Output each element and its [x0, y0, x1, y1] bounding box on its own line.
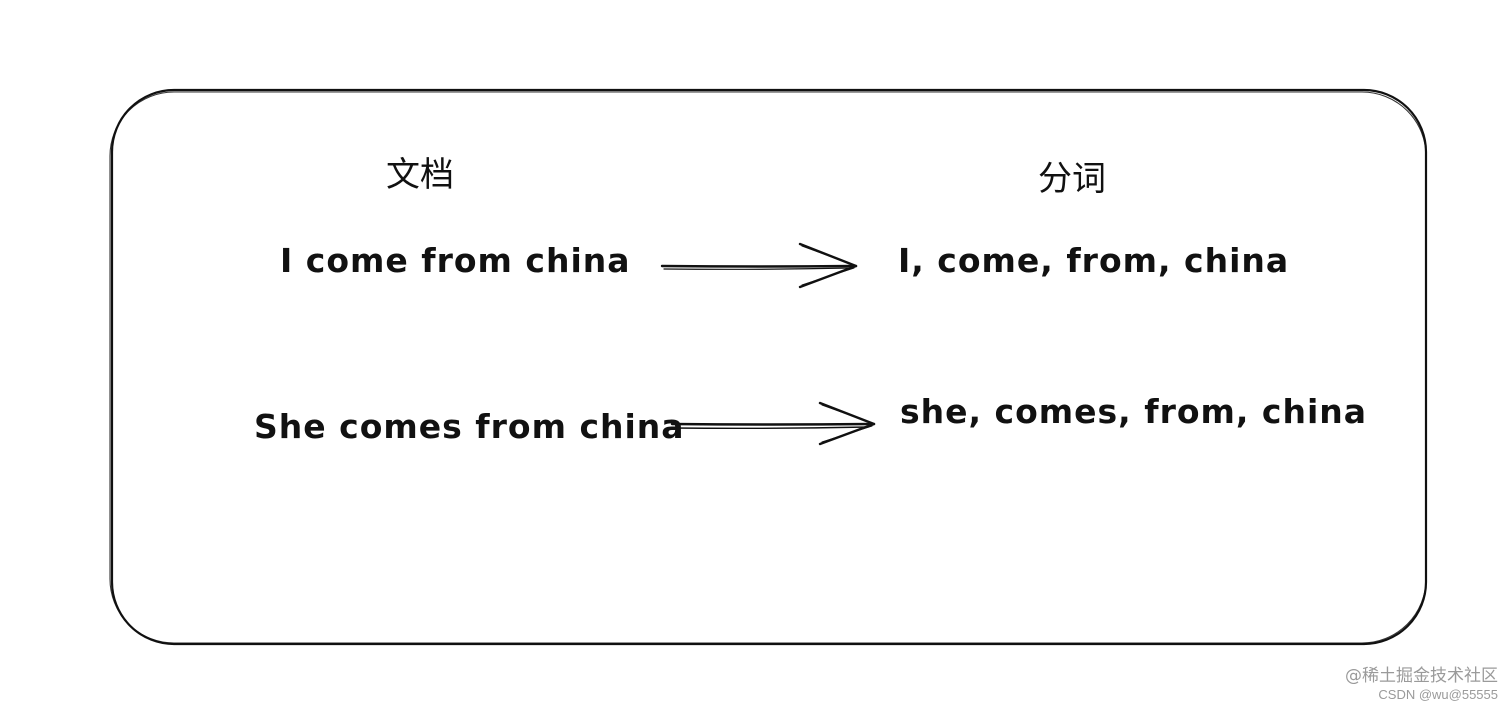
document-text-row-2: She comes from china	[254, 407, 685, 446]
document-text-row-1: I come from china	[280, 241, 631, 280]
arrow-row-2	[670, 401, 876, 446]
diagram-border-sketch	[109, 91, 1427, 644]
tokens-text-row-2: she, comes, from, china	[900, 392, 1368, 431]
diagram-border	[110, 88, 1428, 646]
tokens-text-row-1: I, come, from, china	[898, 241, 1290, 280]
arrow-row-1	[660, 242, 858, 289]
header-document: 文档	[386, 155, 454, 195]
watermark-line-1: @稀土掘金技术社区	[1345, 666, 1498, 686]
watermark-line-2: CSDN @wu@55555	[1378, 687, 1498, 702]
header-tokens: 分词	[1038, 159, 1106, 199]
